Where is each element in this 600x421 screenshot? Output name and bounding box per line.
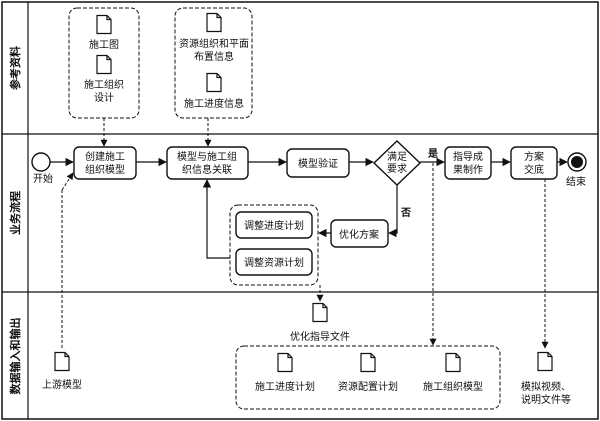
task-verify (286, 148, 350, 178)
task-verify-label: 模型验证 (298, 157, 338, 170)
adjust-group (229, 204, 319, 286)
doc-label-org-design-1: 施工组织 (84, 78, 124, 91)
ref-group-right (174, 7, 253, 119)
task-link-model (166, 146, 249, 180)
start-event (31, 152, 51, 172)
task-guide (444, 146, 492, 180)
doc-label-video-docs-1: 模拟视频、 (521, 380, 571, 393)
task-link-model-line1: 模型与施工组 (177, 150, 237, 163)
doc-label-org-design-2: 设计 (94, 91, 114, 104)
doc-label-schedule-plan: 施工进度计划 (255, 380, 315, 393)
doc-label-resource-layout-1: 资源组织和平面 (179, 37, 249, 50)
doc-icon-org-model (445, 352, 461, 373)
task-adjust-resources-label: 调整资源计划 (244, 256, 304, 269)
start-label: 开始 (33, 172, 53, 185)
doc-icon-optimize-guide (312, 302, 328, 323)
doc-label-drawing: 施工图 (89, 38, 119, 51)
task-guide-line2: 果制作 (453, 163, 483, 176)
gateway-label-line2: 要求 (387, 163, 407, 175)
doc-icon-org-design (96, 54, 112, 75)
end-event-inner (571, 156, 583, 168)
flow-adjust-to-link (202, 179, 230, 259)
dashed-arrow-upstream-to-create (61, 172, 74, 191)
doc-label-optimize-guide: 优化指导文件 (290, 330, 350, 343)
doc-icon-resource-layout (206, 12, 222, 33)
doc-icon-drawing (96, 14, 112, 35)
doc-label-upstream-model: 上游模型 (42, 378, 82, 391)
output-group (235, 345, 501, 410)
task-guide-line1: 指导成 (453, 150, 483, 163)
doc-label-resource-layout-2: 布置信息 (194, 50, 234, 63)
task-create-model-line1: 创建施工 (85, 150, 125, 163)
doc-icon-schedule-plan (277, 352, 293, 373)
doc-icon-upstream-model (54, 351, 70, 372)
gateway-no-label: 否 (400, 207, 411, 219)
doc-icon-resource-plan (360, 352, 376, 373)
lane-title-references: 参考资料 (8, 46, 22, 90)
gateway-yes-label: 是 (427, 148, 438, 160)
task-create-model (73, 146, 137, 180)
lane-title-data-io: 数据输入和输出 (8, 318, 22, 395)
flow-gateway-no-to-optimize (388, 185, 398, 238)
doc-icon-video-docs (537, 351, 553, 372)
task-adjust-resources (235, 248, 313, 276)
gateway-diamond (372, 140, 422, 186)
end-label: 结束 (566, 175, 586, 188)
task-delivery-line2: 交底 (524, 163, 544, 176)
doc-icon-schedule-info (206, 72, 222, 93)
task-delivery (510, 146, 558, 180)
lane-title-business: 业务流程 (8, 191, 22, 235)
task-link-model-line2: 织信息关联 (182, 163, 232, 176)
doc-label-video-docs-2: 说明文件等 (521, 393, 571, 406)
doc-label-org-model: 施工组织模型 (423, 380, 483, 393)
task-optimize-label: 优化方案 (339, 228, 379, 241)
task-delivery-line1: 方案 (524, 150, 544, 163)
doc-label-resource-plan: 资源配置计划 (338, 380, 398, 393)
task-adjust-schedule (235, 211, 313, 239)
task-create-model-line2: 组织模型 (85, 163, 125, 176)
task-adjust-schedule-label: 调整进度计划 (244, 219, 304, 232)
doc-label-schedule-info: 施工进度信息 (184, 97, 244, 110)
gateway-label-line1: 满足 (387, 151, 407, 163)
